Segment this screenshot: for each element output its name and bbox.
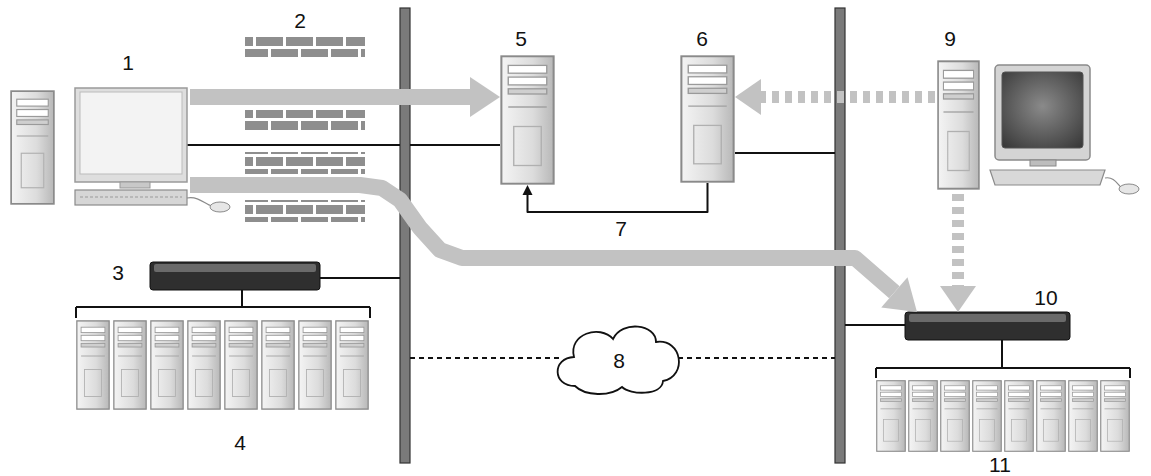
kvm-switch xyxy=(150,262,320,290)
arrow-head xyxy=(881,277,917,312)
callout-number: 7 xyxy=(615,218,627,239)
access-arrow xyxy=(190,77,500,117)
server-rack xyxy=(77,321,368,409)
kvm-switch xyxy=(905,312,1070,340)
server xyxy=(681,56,733,181)
callout-number: 2 xyxy=(294,10,306,31)
server-rack xyxy=(877,381,1130,452)
cloud-node: 8 xyxy=(558,325,680,393)
server-node: 5 xyxy=(500,55,555,185)
connector-line xyxy=(952,194,964,286)
workstation xyxy=(938,61,1139,194)
arrow-head xyxy=(470,77,500,117)
callout-number: 10 xyxy=(1034,287,1057,308)
bracket xyxy=(76,290,370,318)
callout-number: 9 xyxy=(944,28,956,49)
network-bar xyxy=(835,8,845,463)
callout-number: 6 xyxy=(696,28,708,49)
server-node: 6 xyxy=(680,55,735,183)
connector-line xyxy=(190,89,470,105)
sync-arrow xyxy=(523,183,708,212)
callout-number: 8 xyxy=(613,350,625,371)
connector-line xyxy=(761,91,935,103)
callout-number: 3 xyxy=(112,262,124,283)
arrow-head xyxy=(940,286,976,312)
callout-number: 4 xyxy=(234,432,246,453)
callout-number: 11 xyxy=(989,454,1011,475)
kvm-node: 10 xyxy=(905,312,1070,340)
callout-number: 1 xyxy=(122,52,134,73)
workstation xyxy=(11,88,230,212)
access-arrow xyxy=(735,79,935,115)
bracket xyxy=(876,340,1130,378)
server xyxy=(501,56,553,183)
network-bar xyxy=(400,8,410,463)
workstation-node: 1 xyxy=(8,85,190,210)
callout-number: 5 xyxy=(515,28,527,49)
kvm-node: 3 xyxy=(150,262,320,290)
cloud xyxy=(558,327,679,395)
access-arrow xyxy=(190,185,917,312)
connector-line xyxy=(190,185,894,292)
firewall xyxy=(245,35,365,222)
arrow-head xyxy=(523,185,533,195)
access-arrow xyxy=(940,194,976,312)
arrow-head xyxy=(735,79,761,115)
connector-line xyxy=(528,183,708,212)
workstation-node: 9 xyxy=(935,58,1107,190)
